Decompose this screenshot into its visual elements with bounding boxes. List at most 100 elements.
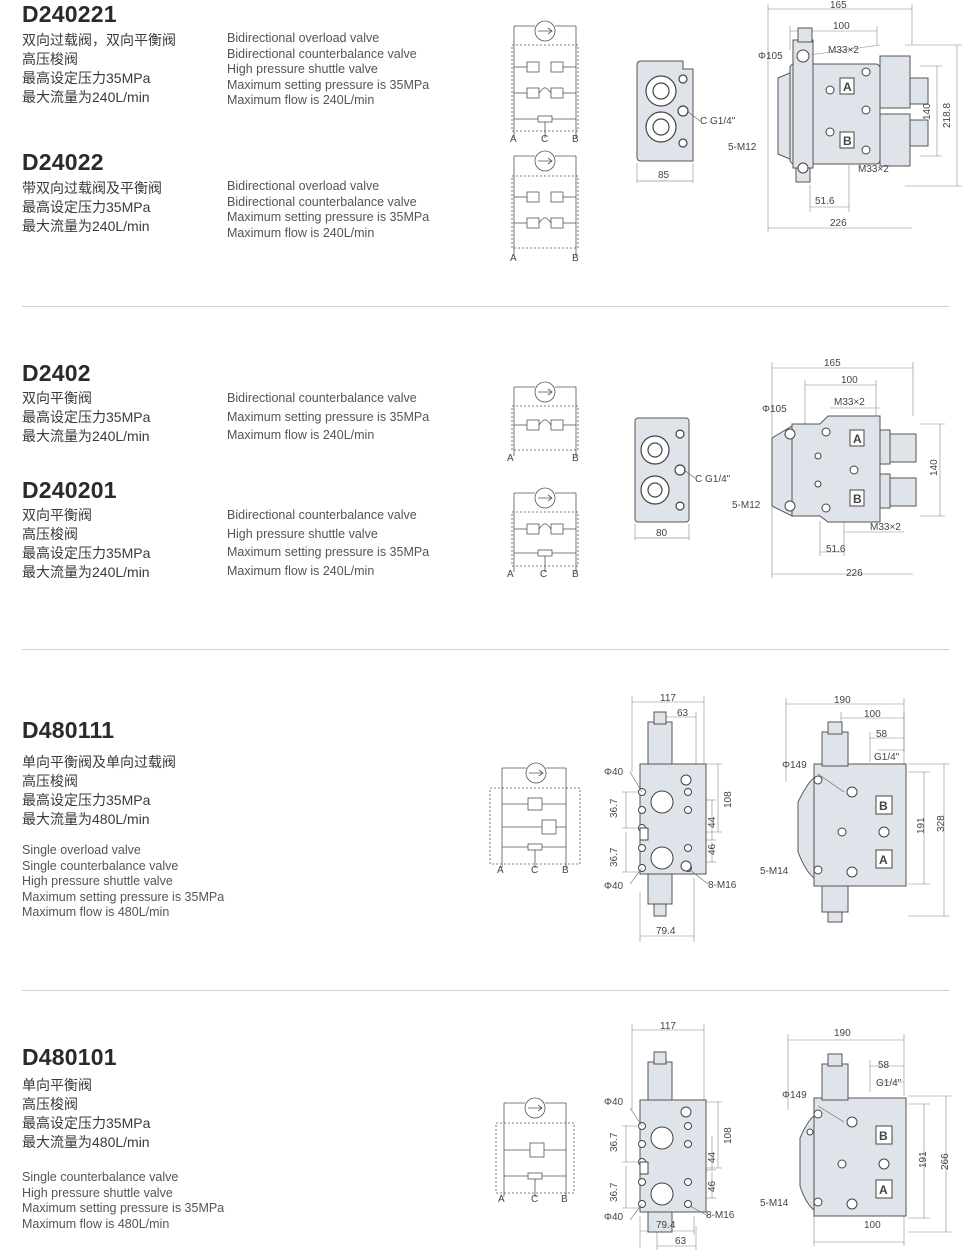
dimension-44: 44 [707,1151,718,1163]
thread-top-label: M33×2 [834,397,865,408]
port-label-c: C [541,134,548,145]
dimension-width: 80 [656,528,668,539]
dimension-bottom-inner: 63 [675,1236,687,1247]
product-desc-en: Bidirectional overload valve Bidirection… [227,179,430,240]
port-size-label: C G1/4" [695,474,731,485]
bore-diameter-label: Φ149 [782,760,807,771]
product-desc-en: Bidirectional overload valve Bidirection… [227,31,430,107]
dimension-overall: 165 [824,358,841,369]
dimension-44: 44 [707,816,718,828]
dimension-length: 226 [846,568,863,579]
bore-top-label: Φ40 [604,1097,624,1108]
dimension-pitch-b: 36.7 [609,847,620,867]
dimension-58: 58 [878,1060,890,1071]
bolt-spec-label: 8-M16 [708,880,737,891]
port-size-label: G1/4" [876,1078,902,1089]
hydraulic-schematic: A C B [507,487,579,580]
dimension-108: 108 [723,791,734,808]
bore-bottom-label: Φ40 [604,881,624,892]
product-desc-cn: 双向过载阀，双向平衡阀 高压梭阀 最高设定压力35MPa 最大流量为240L/m… [22,32,176,105]
bolt-spec-label: 8-M16 [706,1210,735,1221]
bolt-spec-label: 5-M12 [728,142,757,153]
port-label-a: A [498,1194,505,1205]
product-code: D480111 [22,717,115,743]
dimension-height: 266 [940,1153,951,1170]
hydraulic-schematic: A C B [510,20,579,145]
product-desc-cn: 双向平衡阀 高压梭阀 最高设定压力35MPa 最大流量为240L/min [22,507,151,580]
dimension-191: 191 [918,1151,929,1168]
port-label-a: A [510,253,517,264]
dimension-pitch-a: 36.7 [609,798,620,818]
bore-top-label: Φ40 [604,767,624,778]
dimension-inner: 100 [864,709,881,720]
dimension-overall: 165 [830,0,847,11]
product-code: D480101 [22,1044,117,1070]
port-b-marker: B [843,134,852,148]
dimension-length: 226 [830,218,847,229]
port-b-marker: B [853,492,862,506]
side-view-drawing: B A 190 100 58 G1/4" Φ149 5-M14 191 328 [760,695,950,923]
port-label-a: A [507,453,514,464]
port-a-marker: A [843,80,852,94]
dimension-108: 108 [723,1127,734,1144]
section-divider [22,649,949,650]
product-desc-cn: 单向平衡阀 高压梭阀 最高设定压力35MPa 最大流量为480L/min [22,1077,151,1150]
dimension-46: 46 [707,843,718,855]
side-view-drawing: A B 165 100 M33×2 M33×2 Φ105 5-M12 51.6 … [732,358,945,579]
bore-diameter-label: Φ149 [782,1090,807,1101]
bore-diameter-label: Φ105 [762,404,787,415]
bolt-spec-label: 5-M12 [732,500,761,511]
port-label-b: B [572,569,579,580]
dimension-height: 328 [936,815,947,832]
port-a-marker: A [879,1183,888,1197]
bolt-spec-label: 5-M14 [760,1198,789,1209]
port-label-a: A [510,134,517,145]
front-view-drawing: C G1/4" 85 [636,60,736,183]
product-desc-en: Bidirectional counterbalance valve Maxim… [227,391,430,442]
thread-bottom-label: M33×2 [870,522,901,533]
product-desc-en: Bidirectional counterbalance valve High … [227,508,430,578]
port-label-c: C [540,569,547,580]
dimension-46: 46 [707,1180,718,1192]
port-size-label: G1/4" [874,752,900,763]
dimension-pitch-b: 36.7 [609,1182,620,1202]
dimension-top-width: 117 [660,1021,676,1032]
dimension-bottom: 100 [864,1220,881,1231]
port-label-b: B [572,134,579,145]
dimension-width: 85 [658,170,670,181]
dimension-inner: 100 [833,21,850,32]
hydraulic-schematic: A C B [495,1097,575,1205]
product-desc-cn: 双向平衡阀 最高设定压力35MPa 最大流量为240L/min [22,390,151,444]
port-label-b: B [561,1194,568,1205]
hydraulic-schematic: A C B [489,762,581,876]
dimension-height-a: 140 [929,459,940,476]
port-label-b: B [572,453,579,464]
port-label-b: B [562,865,569,876]
dimension-offset: 51.6 [815,196,835,207]
hydraulic-schematic: A B [510,150,579,264]
product-code: D240221 [22,1,117,27]
dimension-191: 191 [916,817,927,834]
port-label-c: C [531,1194,538,1205]
port-a-marker: A [879,853,888,867]
product-code: D240201 [22,477,117,503]
bolt-spec-label: 5-M14 [760,866,789,877]
dimension-overall: 190 [834,695,851,706]
bore-bottom-label: Φ40 [604,1212,624,1223]
dimension-inner: 100 [841,375,858,386]
hydraulic-schematic: A B [507,381,579,464]
dimension-58: 58 [876,729,888,740]
dimension-top-width: 117 [660,693,676,704]
port-label-a: A [497,865,504,876]
product-desc-en: Single counterbalance valve High pressur… [22,1170,225,1231]
product-code: D24022 [22,149,104,175]
product-desc-en: Single overload valve Single counterbala… [22,843,225,919]
dimension-bottom-width: 79.4 [656,1220,676,1231]
port-label-c: C [531,865,538,876]
port-label-a: A [507,569,514,580]
port-b-marker: B [879,799,888,813]
product-code: D2402 [22,360,91,386]
side-view-drawing: B A 190 58 G1/4" Φ149 5-M14 191 266 100 [760,1028,952,1246]
product-desc-cn: 带双向过载阀及平衡阀 最高设定压力35MPa 最大流量为240L/min [22,180,162,234]
front-view-drawing: C G1/4" 80 [634,417,731,540]
